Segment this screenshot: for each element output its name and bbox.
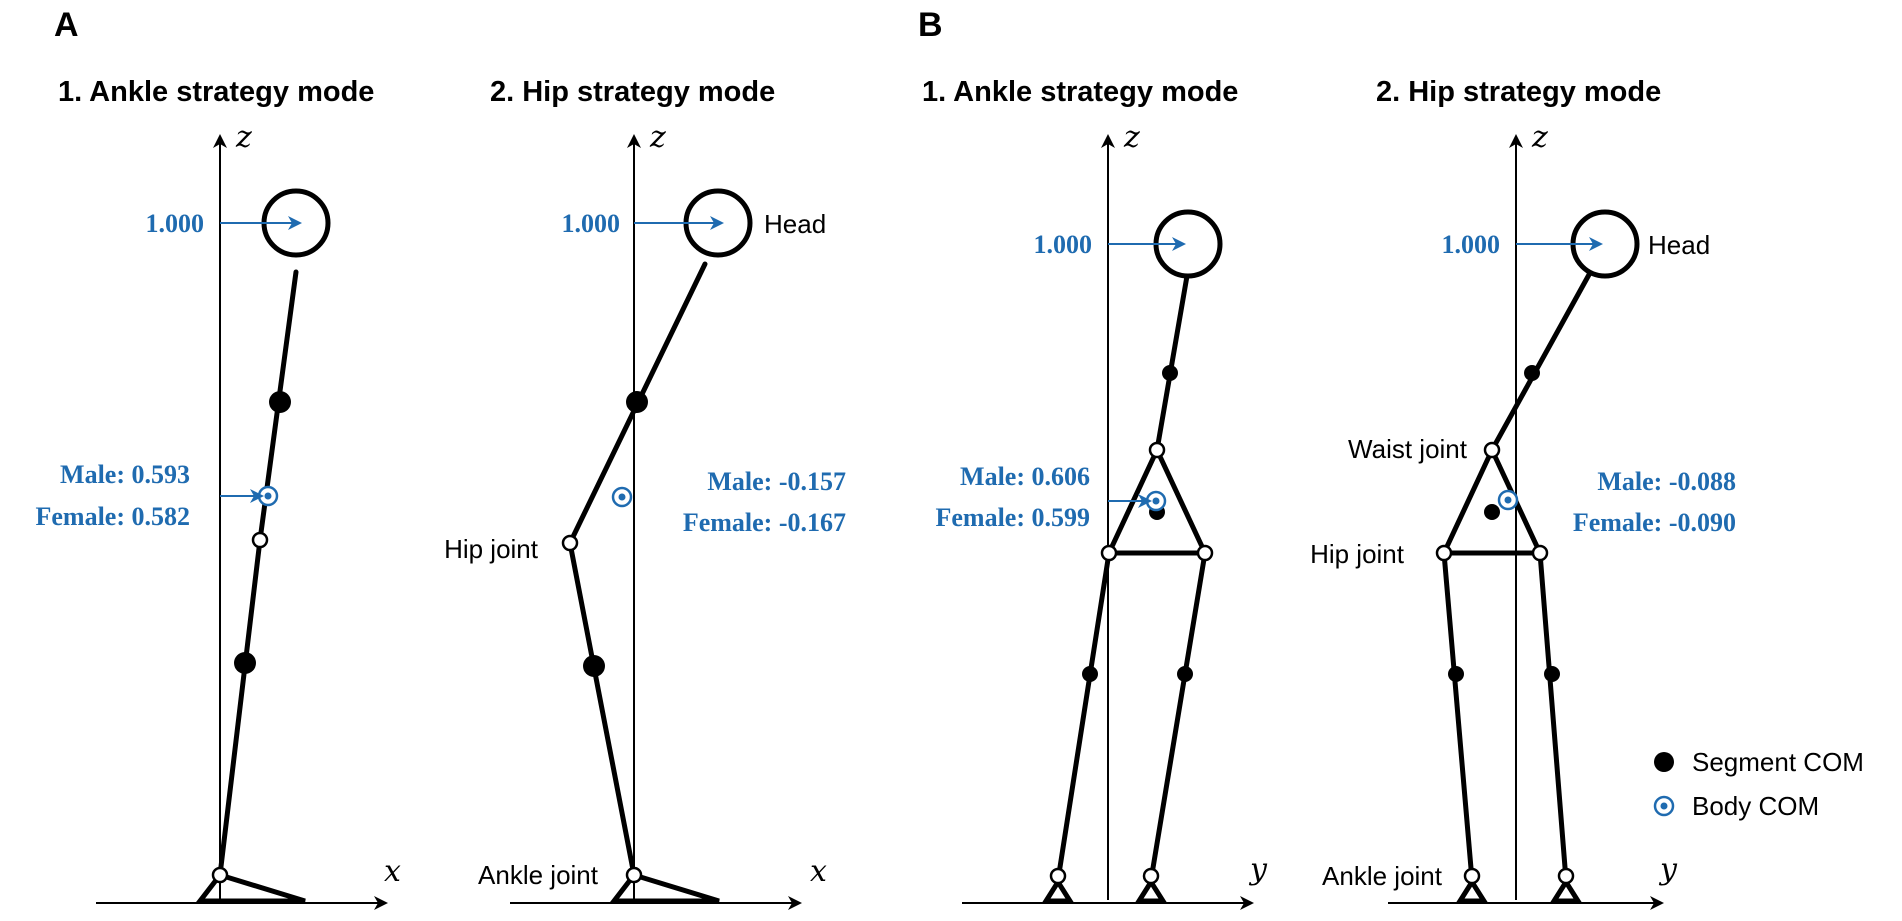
hip-joint-dot (1196, 544, 1214, 562)
hip-joint-dot (1100, 544, 1118, 562)
legend: Segment COM Body COM (1653, 747, 1864, 821)
com-male-value: Male: -0.088 (1597, 467, 1736, 496)
segment-com-legend-icon (1654, 752, 1674, 772)
head-height-value: 1.000 (146, 209, 205, 238)
segment-com-dot (1082, 666, 1098, 682)
head-label: Head (764, 209, 826, 239)
right-leg (1148, 550, 1208, 883)
panel-a-hip-title: 2. Hip strategy mode (490, 76, 775, 108)
hip-joint-dot (251, 531, 269, 549)
segment-com-dot (1544, 666, 1560, 682)
ankle-joint-dot (1557, 867, 1575, 885)
waist-joint-dot (1483, 441, 1501, 459)
head-height-value: 1.000 (1442, 230, 1501, 259)
x-axis-label: x (384, 854, 401, 889)
panel-a-letter: A (54, 6, 79, 44)
segment-com-dot (1524, 365, 1540, 381)
com-female-value: Female: 0.582 (35, 502, 190, 531)
segment-com-legend-label: Segment COM (1692, 747, 1864, 777)
ankle-joint-label: Ankle joint (1322, 861, 1443, 891)
body-com-marker-center (264, 492, 272, 500)
panel-a-hip-strategy: 2. Hip strategy mode z x Male: -0.157 Fe… (444, 76, 846, 910)
y-axis-label: y (1248, 852, 1268, 887)
foot-triangle (194, 872, 306, 904)
body-com-legend-icon-center (1660, 802, 1668, 810)
z-axis-label: z (1531, 120, 1548, 155)
segment-com-dot (1162, 365, 1178, 381)
hip-joint-dot (1531, 544, 1549, 562)
trunk (1489, 259, 1599, 453)
segment-com-dot (1177, 666, 1193, 682)
left-leg (1055, 550, 1112, 883)
ankle-joint-dot (1463, 867, 1481, 885)
com-female-value: Female: -0.167 (683, 508, 846, 537)
head-label: Head (1648, 230, 1710, 260)
com-male-value: Male: 0.606 (960, 462, 1090, 491)
body-com-marker-center (618, 493, 626, 501)
body-com-marker-center (1152, 497, 1160, 505)
segment-com-dot (234, 652, 256, 674)
panel-a-ankle-strategy: 1. Ankle strategy mode z x Male: 0.593 F… (35, 76, 401, 910)
body-com-legend-label: Body COM (1692, 791, 1819, 821)
trunk (1154, 273, 1190, 453)
panel-b-hip-title: 2. Hip strategy mode (1376, 76, 1661, 108)
panel-b-hip-strategy: 2. Hip strategy mode z y Male: -0.088 Fe… (1310, 76, 1736, 910)
com-female-value: Female: -0.090 (1573, 508, 1736, 537)
ankle-joint-dot (1142, 867, 1160, 885)
waist-joint-label: Waist joint (1348, 434, 1468, 464)
com-male-value: Male: -0.157 (707, 467, 846, 496)
segment-com-dot (626, 391, 648, 413)
panel-b-ankle-strategy: 1. Ankle strategy mode z y Male: 0.606 F… (922, 76, 1268, 910)
com-male-value: Male: 0.593 (60, 460, 190, 489)
ankle-joint-label: Ankle joint (478, 860, 599, 890)
hip-joint-dot (561, 534, 579, 552)
hip-joint-dot (1435, 544, 1453, 562)
pelvis-triangle (1440, 444, 1544, 556)
z-axis-label: z (649, 120, 666, 155)
ankle-joint-dot (625, 866, 643, 884)
hip-joint-label: Hip joint (1310, 539, 1405, 569)
y-axis-label: y (1658, 852, 1678, 887)
waist-joint-dot (1148, 441, 1166, 459)
ankle-joint-dot (211, 866, 229, 884)
segment-com-dot (1484, 504, 1500, 520)
left-leg (1441, 550, 1475, 883)
com-female-value: Female: 0.599 (935, 503, 1090, 532)
right-foot (1134, 877, 1168, 904)
z-axis-label: z (235, 120, 252, 155)
panel-b-ankle-title: 1. Ankle strategy mode (922, 76, 1238, 108)
left-foot (1455, 877, 1489, 904)
ankle-joint-dot (1049, 867, 1067, 885)
body-segments (217, 269, 299, 878)
body-com-marker-center (1504, 496, 1512, 504)
right-foot (1549, 877, 1583, 904)
segment-com-dot (269, 391, 291, 413)
body-segments (567, 261, 708, 878)
head-height-value: 1.000 (1034, 230, 1093, 259)
panel-b-letter: B (918, 6, 943, 44)
right-leg (1537, 550, 1569, 883)
head-height-value: 1.000 (562, 209, 621, 238)
x-axis-label: x (810, 854, 827, 889)
segment-com-dot (1448, 666, 1464, 682)
hip-joint-label: Hip joint (444, 534, 539, 564)
z-axis-label: z (1123, 120, 1140, 155)
foot-triangle (608, 872, 720, 904)
segment-com-dot (583, 655, 605, 677)
panel-a-ankle-title: 1. Ankle strategy mode (58, 76, 374, 108)
left-foot (1041, 877, 1075, 904)
